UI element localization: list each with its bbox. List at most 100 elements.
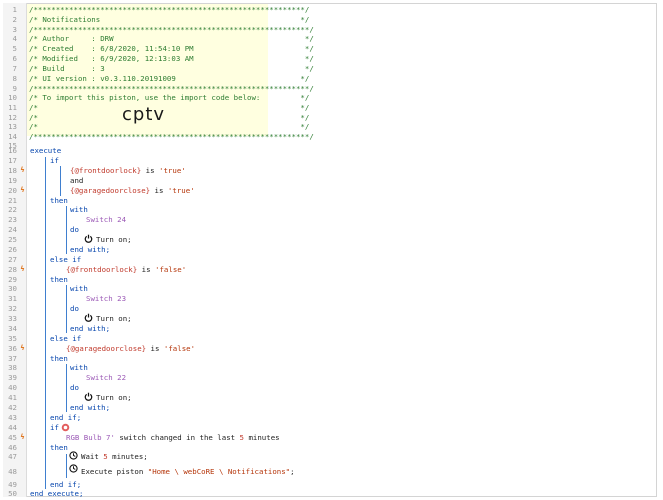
condition[interactable]: {@frontdoorlock} is 'false' (66, 265, 186, 274)
variable-frontdoorlock: {@frontdoorlock} (66, 265, 138, 274)
action-execute-piston[interactable]: Execute piston "Home \ webCoRE \ Notific… (81, 467, 295, 476)
keyword-with[interactable]: with (70, 363, 88, 372)
keyword-end-with: end with; (70, 403, 111, 412)
keyword-then: then (50, 443, 68, 452)
line-number: 23 (8, 215, 17, 224)
trigger-marker-icon: ϟ (20, 166, 25, 174)
keyword-with[interactable]: with (70, 205, 88, 214)
line-number: 45 (8, 433, 17, 442)
line-number: 35 (8, 334, 17, 343)
comment-blank: /* */ (29, 103, 310, 112)
action-block-bar (66, 454, 67, 478)
operator-and[interactable]: and (70, 176, 84, 185)
line-number: 41 (8, 393, 17, 402)
device-switch-24[interactable]: Switch 24 (86, 215, 127, 224)
comment-created: /* Created : 6/8/2020, 11:54:10 PM */ (29, 44, 314, 53)
keyword-then: then (50, 354, 68, 363)
comment-blank: /* */ (29, 122, 310, 131)
trigger-marker-icon: ϟ (20, 344, 25, 352)
variable-garagedoorclose: {@garagedoorclose} (66, 344, 147, 353)
wait-value: 5 (103, 452, 108, 461)
keyword-end-execute: end execute; (30, 489, 84, 498)
condition[interactable]: {@frontdoorlock} is 'true' (70, 166, 186, 175)
action-turn-on[interactable]: Turn on; (96, 235, 132, 244)
action-turn-on[interactable]: Turn on; (96, 393, 132, 402)
keyword-do: do (70, 383, 79, 392)
line-number: 22 (8, 205, 17, 214)
line-number: 21 (8, 196, 17, 205)
clock-icon (69, 464, 78, 473)
with-block-bar (66, 364, 67, 412)
keyword-do: do (70, 225, 79, 234)
condition[interactable]: {@garagedoorclose} is 'false' (66, 344, 195, 353)
line-number: 15 (8, 141, 17, 150)
trigger-marker-icon: ϟ (20, 265, 25, 273)
variable-frontdoorlock: {@frontdoorlock} (70, 166, 142, 175)
line-number: 20 (8, 186, 17, 195)
line-number: 14 (8, 132, 17, 141)
comment-ui-version: /* UI version : v0.3.110.20191009 */ (29, 74, 310, 83)
with-block-bar (66, 285, 67, 333)
line-number: 31 (8, 294, 17, 303)
line-number: 12 (8, 113, 17, 122)
action-turn-on[interactable]: Turn on; (96, 314, 132, 323)
keyword-with[interactable]: with (70, 284, 88, 293)
line-number: 13 (8, 122, 17, 131)
line-number: 3 (12, 25, 17, 34)
line-number: 4 (12, 34, 17, 43)
keyword-if[interactable]: if (50, 423, 59, 432)
trigger-condition[interactable]: RGB Bulb 7' switch changed in the last 5… (66, 433, 280, 442)
if-block-bar (45, 425, 46, 489)
comment-border-bottom: /***************************************… (29, 132, 314, 141)
operator-is: is (150, 186, 168, 195)
clock-icon (69, 451, 78, 460)
line-number: 17 (8, 156, 17, 165)
comment-author: /* Author : DRW */ (29, 34, 314, 43)
keyword-end-if: end if; (50, 413, 82, 422)
header-comment-block (27, 4, 268, 136)
import-code[interactable]: cptv (122, 104, 166, 125)
comment-border: /***************************************… (29, 84, 314, 93)
line-number: 44 (8, 423, 17, 432)
line-number: 50 (8, 489, 17, 498)
value-true: 'true' (167, 186, 195, 195)
condition[interactable]: {@garagedoorclose} is 'true' (70, 186, 195, 195)
line-number: 10 (8, 93, 17, 102)
comment-border-top: /***************************************… (29, 5, 310, 14)
line-number: 1 (12, 5, 17, 14)
line-number: 5 (12, 44, 17, 53)
line-number: 16 (8, 146, 17, 155)
keyword-if[interactable]: if (50, 156, 59, 165)
power-icon (84, 234, 93, 243)
keyword-do: do (70, 304, 79, 313)
power-icon (84, 392, 93, 401)
trigger-marker-icon: ϟ (20, 186, 25, 194)
action-wait[interactable]: Wait 5 minutes; (81, 452, 148, 461)
comment-import-note: /* To import this piston, use the import… (29, 93, 310, 102)
line-number: 46 (8, 443, 17, 452)
line-number: 49 (8, 480, 17, 489)
trigger-marker-icon: ϟ (20, 433, 25, 441)
keyword-else-if[interactable]: else if (50, 255, 82, 264)
line-number: 28 (8, 265, 17, 274)
line-number: 40 (8, 383, 17, 392)
line-number: 6 (12, 54, 17, 63)
line-number: 43 (8, 413, 17, 422)
operator-is: is (141, 166, 160, 175)
trigger-minutes-value: 5 (239, 433, 244, 442)
device-switch-22[interactable]: Switch 22 (86, 373, 127, 382)
line-number: 32 (8, 304, 17, 313)
line-number: 30 (8, 284, 17, 293)
keyword-end-if: end if; (50, 480, 82, 489)
line-number-gutter (3, 3, 27, 497)
keyword-else-if[interactable]: else if (50, 334, 82, 343)
keyword-then: then (50, 275, 68, 284)
line-number: 11 (8, 103, 17, 112)
comment-blank: /* */ (29, 113, 310, 122)
line-number: 42 (8, 403, 17, 412)
keyword-execute: execute (30, 146, 62, 155)
line-number: 9 (12, 84, 17, 93)
device-switch-23[interactable]: Switch 23 (86, 294, 127, 303)
line-number: 19 (8, 176, 17, 185)
line-number: 34 (8, 324, 17, 333)
